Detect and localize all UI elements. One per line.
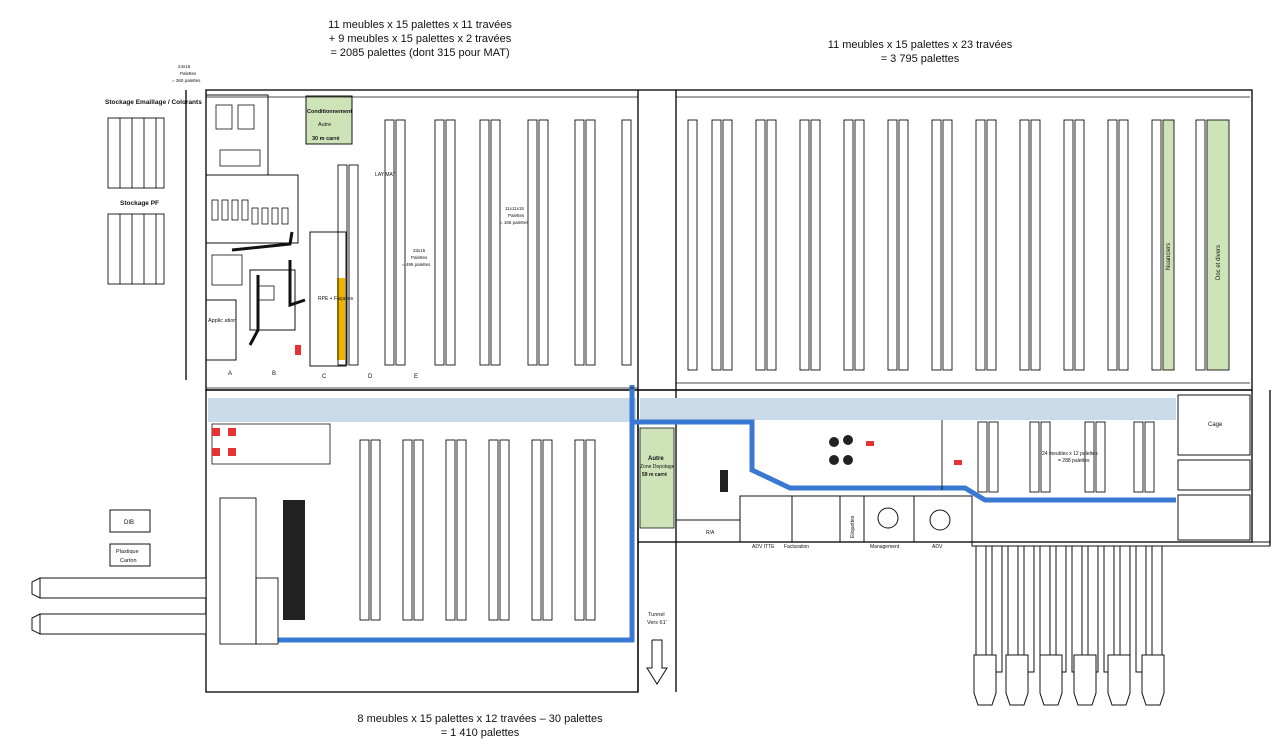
label-vers: Vers 61'	[647, 620, 667, 626]
label-tunnel: Tunnel	[648, 612, 665, 618]
label-block2-a: 11x11x15	[505, 206, 524, 211]
label-autre-2: Autre	[648, 456, 664, 462]
caption-top-left-line-3: = 2085 palettes (dont 315 pour MAT)	[330, 47, 510, 59]
forklift-route	[278, 385, 1176, 643]
label-meubles-a: 24 meubles x 12 palettes	[1042, 451, 1098, 457]
label-col-d: D	[368, 374, 373, 380]
bottom-right-racks	[941, 420, 1155, 493]
label-col-e: E	[414, 374, 418, 380]
label-stockage-pf: Stockage PF	[120, 200, 159, 207]
top-left-racks	[337, 119, 632, 366]
left-trucks	[31, 577, 207, 635]
label-block2-b: Palettes	[508, 213, 525, 218]
label-conditionnement: Conditionnement	[307, 109, 352, 115]
label-doc-divers: Doc et divers	[1216, 245, 1222, 280]
left-office-furniture	[211, 104, 289, 301]
label-corner-note-2: Palettes	[180, 71, 197, 76]
battery-chargers	[283, 500, 305, 620]
label-dib: DIB	[124, 520, 134, 526]
caption-bottom: 8 meubles x 15 palettes x 12 travées – 3…	[330, 712, 630, 740]
label-meubles-b: = 288 palettes	[1058, 458, 1090, 464]
caption-top-right-line-2: = 3 795 palettes	[880, 53, 960, 65]
label-application: Applic ation	[208, 318, 236, 324]
label-surface-1: 30 m carré	[312, 136, 340, 142]
top-dimension-line	[206, 96, 1250, 389]
label-block1-c: = 495 palettes	[402, 262, 431, 267]
label-lay-mat: LAY MAT	[375, 172, 396, 178]
top-right-racks	[687, 119, 1230, 371]
label-surface-2: 59 m carré	[642, 472, 667, 478]
caption-bottom-line-2: = 1 410 palettes	[440, 727, 520, 739]
caption-top-left-line-1: 11 meubles x 15 palettes x 11 travées	[328, 19, 512, 31]
tunnel-arrow	[646, 639, 668, 685]
parking-spots	[211, 423, 331, 465]
label-rh: R/A	[706, 530, 715, 536]
label-management: Management	[870, 544, 900, 550]
depotage-zone	[639, 427, 675, 529]
caption-top-left-line-2: + 9 meubles x 15 palettes x 2 travées	[328, 33, 512, 45]
loading-docks	[971, 541, 1271, 673]
bottom-left-racks	[219, 439, 596, 645]
thick-walls	[231, 231, 306, 346]
caption-bottom-line-1: 8 meubles x 15 palettes x 12 travées – 3…	[357, 713, 603, 725]
bottom-right-offices	[675, 394, 1251, 543]
bins	[109, 509, 151, 567]
red-stations	[212, 428, 236, 456]
label-facturation: Facturation	[784, 544, 809, 550]
label-corner-note-1: 24x15	[178, 64, 191, 69]
label-stockage-emaillage: Stockage Emaillage / Colorants	[105, 99, 202, 106]
label-col-a: A	[228, 371, 232, 377]
label-plastique: Plastique	[116, 549, 139, 555]
label-autre-1: Autre	[318, 122, 331, 128]
label-corner-note-3: = 360 palettes	[172, 78, 201, 83]
label-adv: ADV	[932, 544, 943, 550]
label-nuanciers: Nuanciers	[1166, 243, 1172, 270]
main-aisle	[208, 398, 1176, 422]
label-col-b: B	[272, 371, 276, 377]
label-adv-itte: ADV ITTE	[752, 544, 775, 550]
caption-top-left: 11 meubles x 15 palettes x 11 travées + …	[300, 18, 540, 60]
label-carton: Carton	[120, 558, 137, 564]
label-zone-depotage: Zone Depotage	[640, 464, 675, 470]
caption-top-right-line-1: 11 meubles x 15 palettes x 23 travées	[827, 39, 1013, 51]
left-office	[205, 94, 353, 367]
label-block1-a: 33x15	[413, 248, 426, 253]
label-cage: Cage	[1208, 422, 1223, 428]
label-rpe: RPE + Façades	[318, 296, 354, 302]
label-col-c: C	[322, 374, 327, 380]
label-block2-c: = 165 palettes	[500, 220, 529, 225]
label-block1-b: Palettes	[411, 255, 428, 260]
caption-top-right: 11 meubles x 15 palettes x 23 travées = …	[800, 38, 1040, 66]
outer-walls	[185, 89, 1271, 693]
left-storage-diagrams	[107, 117, 165, 285]
label-etiquettes: Etiquettes	[850, 515, 856, 538]
trucks	[973, 654, 1165, 706]
forklifts	[720, 435, 853, 492]
